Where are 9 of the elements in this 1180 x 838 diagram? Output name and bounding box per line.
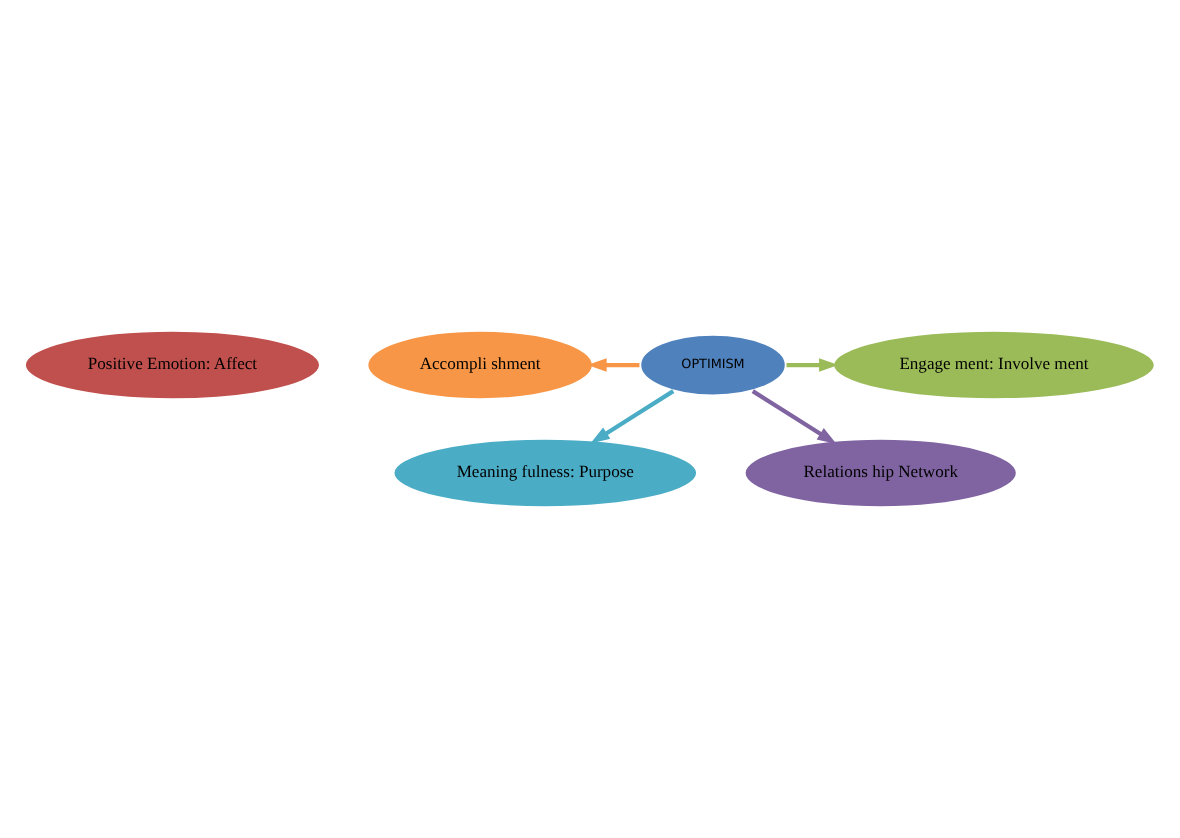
arrow [751,389,837,445]
arrow [590,389,675,444]
node-ellipse: Accompli shment [365,328,596,402]
node-ellipse: Engage ment: Involve ment [830,328,1157,402]
node-ellipse: Meaning fulness: Purpose [391,436,700,510]
node-ellipse: Relations hip Network [742,436,1020,510]
arrow [786,358,839,372]
node-ellipse: Positive Emotion: Affect [22,328,323,402]
arrow [587,358,640,372]
